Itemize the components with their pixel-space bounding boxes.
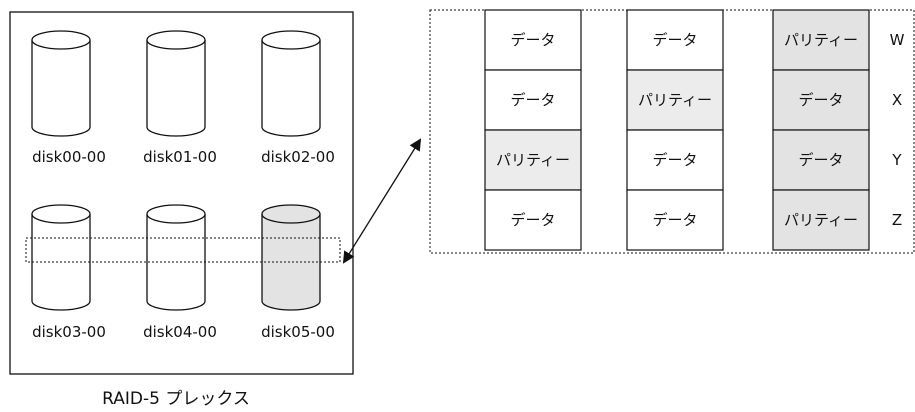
disk-label: disk03-00 [32,323,106,341]
stripe-column-3: パリティー データ データ パリティー [772,9,870,251]
stripe-cell-text: データ [652,211,697,229]
stripe-cell [626,189,724,251]
stripe-cell-text: データ [798,91,843,109]
plex-caption: RAID-5 プレックス [102,389,250,409]
stripe-row-label: Z [892,211,902,229]
disk-label: disk01-00 [143,148,217,166]
disk-01: disk01-00 [143,30,217,166]
stripe-column-1: データ データ パリティー データ [484,9,582,251]
stripe-cell-text: データ [510,91,555,109]
stripe-row-label: X [892,91,902,109]
stripe-row-label: W [890,31,905,49]
stripe-cell-text: データ [510,31,555,49]
stripe-cell [484,189,582,251]
stripe-row-labels: W X Y Z [890,31,905,229]
stripe-row-label: Y [891,151,902,169]
stripe-cell-parity [772,9,870,71]
disk-04: disk04-00 [143,204,217,341]
disk-05: disk05-00 [261,204,335,341]
stripe-cell [484,9,582,71]
stripe-cell [626,9,724,71]
stripe-cell-text: パリティー [496,151,570,169]
disk-03: disk03-00 [31,204,106,341]
stripe-cell-text: データ [652,31,697,49]
stripe-link-arrow [342,138,422,264]
stripe-selection-band [25,237,341,263]
stripe-cell-text: パリティー [784,31,858,49]
stripe-column-2: データ パリティー データ データ [626,9,724,251]
disk-00: disk00-00 [31,30,106,166]
stripe-cell [626,129,724,191]
stripe-cell [772,129,870,191]
stripe-cell-parity [626,69,724,131]
stripe-cell-text: パリティー [784,211,858,229]
stripe-cell [484,69,582,131]
disk-02: disk02-00 [261,30,335,166]
disk-label: disk05-00 [261,323,335,341]
stripe-cell-text: パリティー [638,91,712,109]
stripe-cell-text: データ [798,151,843,169]
stripe-cell-text: データ [652,151,697,169]
stripe-cell-text: データ [510,211,555,229]
disk-label: disk02-00 [261,148,335,166]
disk-label: disk00-00 [32,148,106,166]
stripe-cell-parity [772,189,870,251]
disk-label: disk04-00 [143,323,217,341]
